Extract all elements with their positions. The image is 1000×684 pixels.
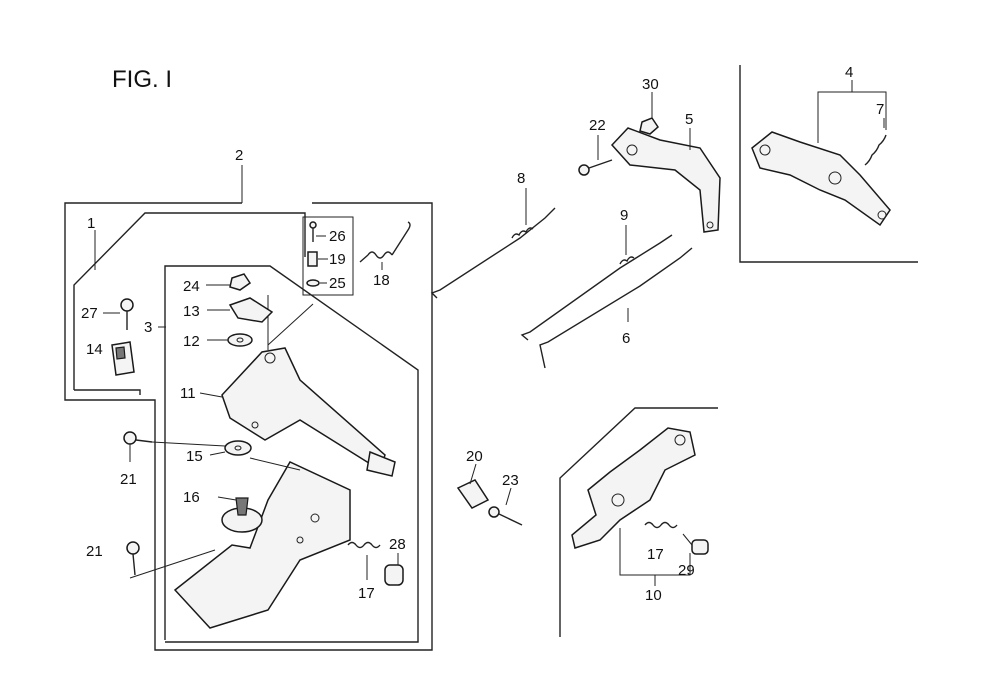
callout-3: 3: [144, 319, 152, 336]
callout-11: 11: [180, 385, 196, 402]
callout-28: 28: [389, 536, 406, 553]
lever-5: [578, 92, 721, 233]
callout-21-bottom: 21: [86, 543, 103, 560]
assembly-10-box: [559, 407, 718, 637]
figure-title: FIG. I: [112, 66, 172, 93]
callout-26: 26: [329, 228, 346, 245]
assembly-outlines: [64, 165, 433, 651]
callout-6: 6: [622, 330, 630, 347]
base-plate: [129, 461, 351, 629]
callout-12: 12: [183, 333, 200, 350]
callout-10: 10: [645, 587, 662, 604]
callout-labels: 2 1 3 24 13 12 11 15 16 27 14 21 21 26 1…: [81, 64, 884, 604]
callout-30: 30: [642, 76, 659, 93]
callout-14: 14: [86, 341, 103, 358]
callout-17-right: 17: [647, 546, 664, 563]
callout-17-left: 17: [358, 585, 375, 602]
callout-29: 29: [678, 562, 695, 579]
callout-19: 19: [329, 251, 346, 268]
callout-16: 16: [183, 489, 200, 506]
callout-21-top: 21: [120, 471, 137, 488]
control-lever-bracket: [199, 295, 396, 477]
callout-27: 27: [81, 305, 98, 322]
callout-7: 7: [876, 101, 884, 118]
callout-5: 5: [685, 111, 693, 128]
callout-22: 22: [589, 117, 606, 134]
callout-1: 1: [87, 215, 95, 232]
assembly-4-box: [739, 65, 918, 263]
bracket-assembly-10: [571, 427, 709, 555]
callout-18: 18: [373, 272, 390, 289]
callout-2: 2: [235, 147, 243, 164]
callout-24: 24: [183, 278, 200, 295]
small-parts: [103, 221, 411, 586]
callout-25: 25: [329, 275, 346, 292]
callout-9: 9: [620, 207, 628, 224]
callout-13: 13: [183, 303, 200, 320]
rods: [430, 188, 693, 369]
callout-23: 23: [502, 472, 519, 489]
callout-4: 4: [845, 64, 853, 81]
callout-8: 8: [517, 170, 525, 187]
pin-and-bolt: [456, 463, 523, 526]
lever-assembly-4: [751, 118, 891, 227]
callout-20: 20: [466, 448, 483, 465]
callout-15: 15: [186, 448, 203, 465]
